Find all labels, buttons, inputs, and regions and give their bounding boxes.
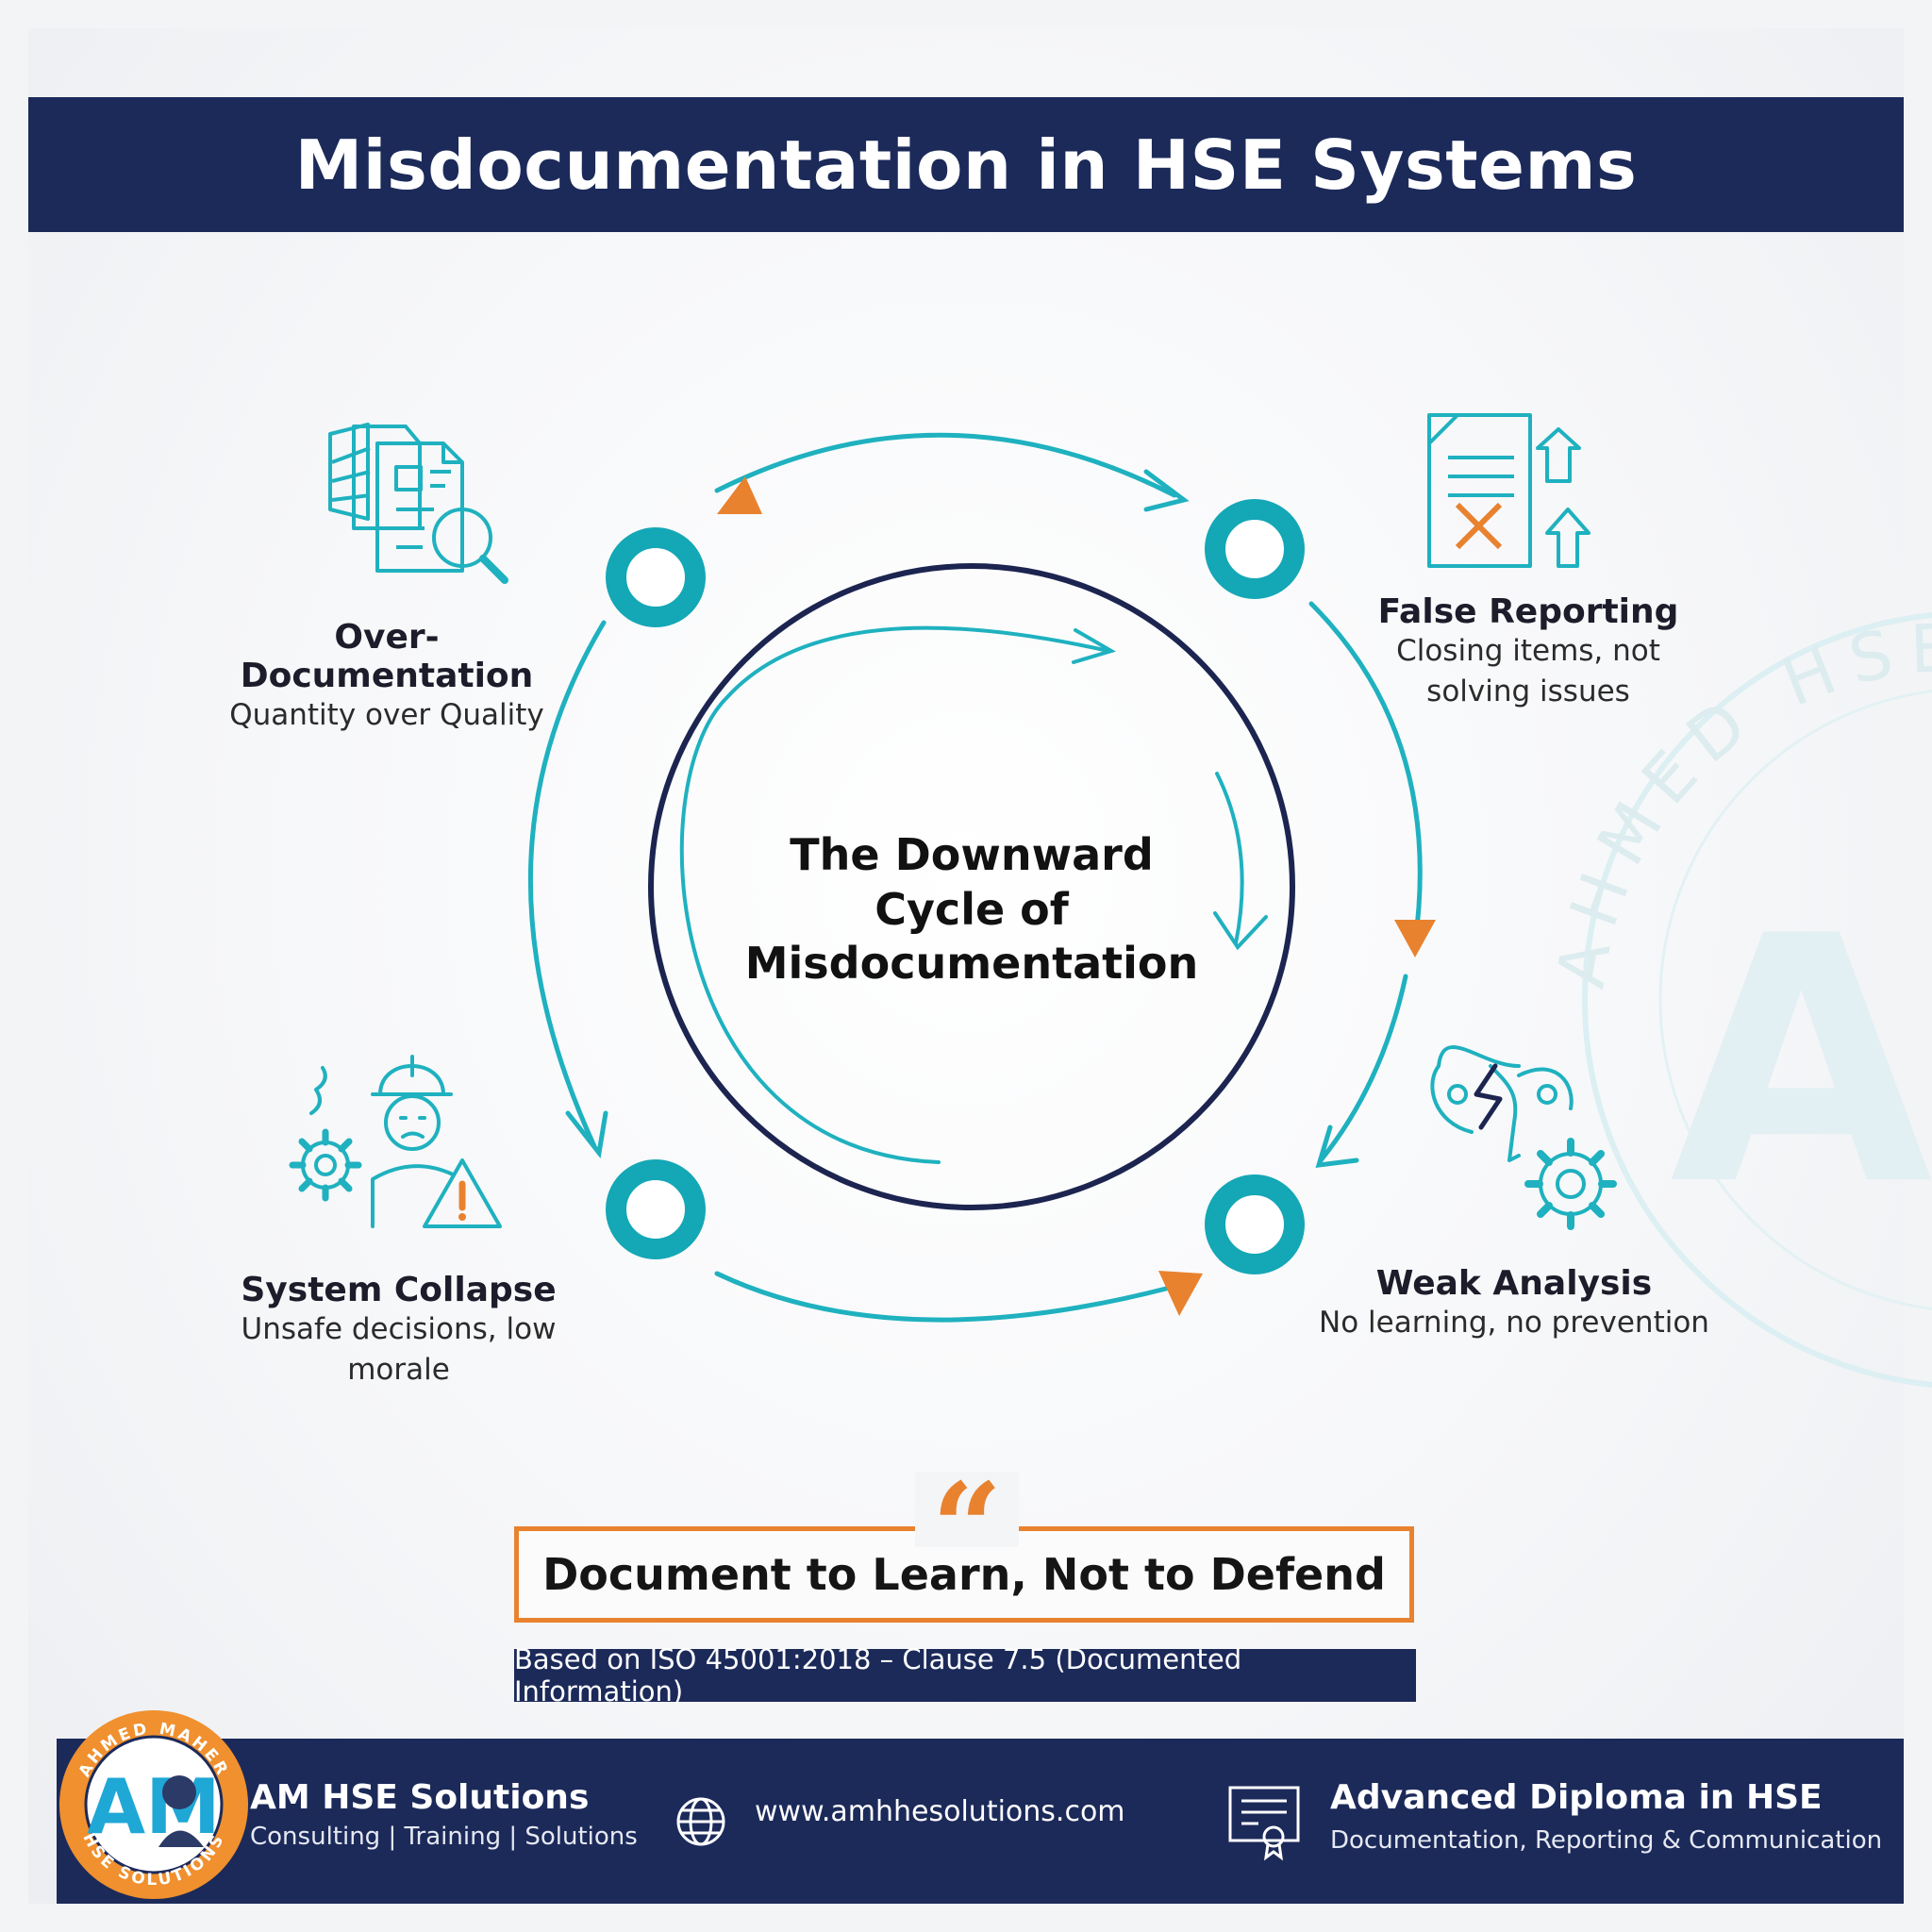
inner-arc-right — [1215, 772, 1244, 945]
inner-arc-arrowhead — [1072, 628, 1117, 664]
stage-weak-analysis: Weak Analysis No learning, no prevention — [1302, 1264, 1726, 1343]
center-line: Misdocumentation — [744, 938, 1199, 989]
diploma-block: Advanced Diploma in HSE Documentation, R… — [1330, 1778, 1882, 1855]
stage-heading: Weak Analysis — [1375, 1264, 1653, 1303]
stage-description: Unsafe decisions, low morale — [241, 1312, 557, 1388]
stage-heading: False Reporting — [1377, 592, 1679, 631]
footer: AM HSE Solutions Consulting | Training |… — [57, 1739, 1904, 1904]
stage-description: No learning, no prevention — [1319, 1306, 1709, 1340]
arc-bottom — [714, 1271, 1173, 1323]
arc-right-lower — [1318, 974, 1408, 1163]
quote-text: Document to Learn, Not to Defend — [542, 1549, 1386, 1600]
stage-heading: Over-Documentation — [240, 618, 534, 695]
document-cross-arrows-icon — [1427, 413, 1591, 568]
arc-right-lower-arrowhead — [1315, 1124, 1359, 1168]
arc-top-arrowhead — [1143, 469, 1190, 512]
watermark-letters: AM — [1670, 864, 1932, 1259]
arc-right — [1308, 601, 1423, 946]
globe-icon — [676, 1797, 725, 1846]
diploma-title: Advanced Diploma in HSE — [1330, 1778, 1823, 1817]
certificate-icon — [1228, 1786, 1300, 1861]
page-title: Misdocumentation in HSE Systems — [294, 125, 1638, 205]
arrow-bottom — [1158, 1271, 1203, 1316]
inner-ring — [648, 563, 1295, 1210]
stage-false-reporting: False Reporting Closing items, not solvi… — [1330, 592, 1726, 713]
center-line: The Downward — [790, 829, 1154, 880]
worker-gear-warning-icon — [289, 1055, 502, 1228]
cycle-center-title: The Downward Cycle of Misdocumentation — [717, 828, 1226, 991]
center-line: Cycle of — [874, 883, 1069, 935]
document-stack-magnifier-icon — [328, 423, 508, 584]
standard-basis-text: Based on ISO 45001:2018 – Clause 7.5 (Do… — [514, 1643, 1242, 1707]
standard-basis-bar: Based on ISO 45001:2018 – Clause 7.5 (Do… — [514, 1643, 1416, 1707]
arc-left-arrowhead — [565, 1110, 608, 1158]
inner-arc-right-arrowhead — [1213, 911, 1268, 951]
stage-system-collapse: System Collapse Unsafe decisions, low mo… — [189, 1271, 608, 1391]
node-top-right — [1205, 499, 1305, 599]
node-top-left — [606, 527, 706, 627]
title-bar: Misdocumentation in HSE Systems — [28, 97, 1904, 232]
company-block: AM HSE Solutions Consulting | Training |… — [250, 1778, 638, 1851]
arc-top — [714, 432, 1177, 498]
stage-description: Closing items, not — [1396, 634, 1660, 668]
node-bottom-left — [606, 1159, 706, 1259]
arrow-right — [1394, 920, 1436, 958]
company-name: AM HSE Solutions — [250, 1778, 590, 1817]
logo-letters: AM — [87, 1763, 221, 1851]
diploma-subtitle: Documentation, Reporting & Communication — [1330, 1826, 1883, 1855]
company-tagline: Consulting | Training | Solutions — [250, 1823, 638, 1851]
quote-mark-icon: “ — [915, 1467, 1019, 1590]
company-logo: AHMED MAHER HSE SOLUTIONS AM — [59, 1710, 248, 1899]
arrow-top-left — [717, 476, 762, 514]
website-link[interactable]: www.amhhesolutions.com — [755, 1795, 1125, 1828]
arc-left — [527, 620, 607, 1149]
inner-arc — [679, 625, 1110, 1164]
stage-description: solving issues — [1426, 675, 1630, 709]
stage-over-documentation: Over-Documentation Quantity over Quality — [198, 618, 575, 736]
stage-description: Quantity over Quality — [229, 698, 544, 732]
broken-head-gear-icon — [1430, 1045, 1617, 1230]
node-bottom-right — [1205, 1174, 1305, 1274]
stage-heading: System Collapse — [241, 1271, 557, 1309]
